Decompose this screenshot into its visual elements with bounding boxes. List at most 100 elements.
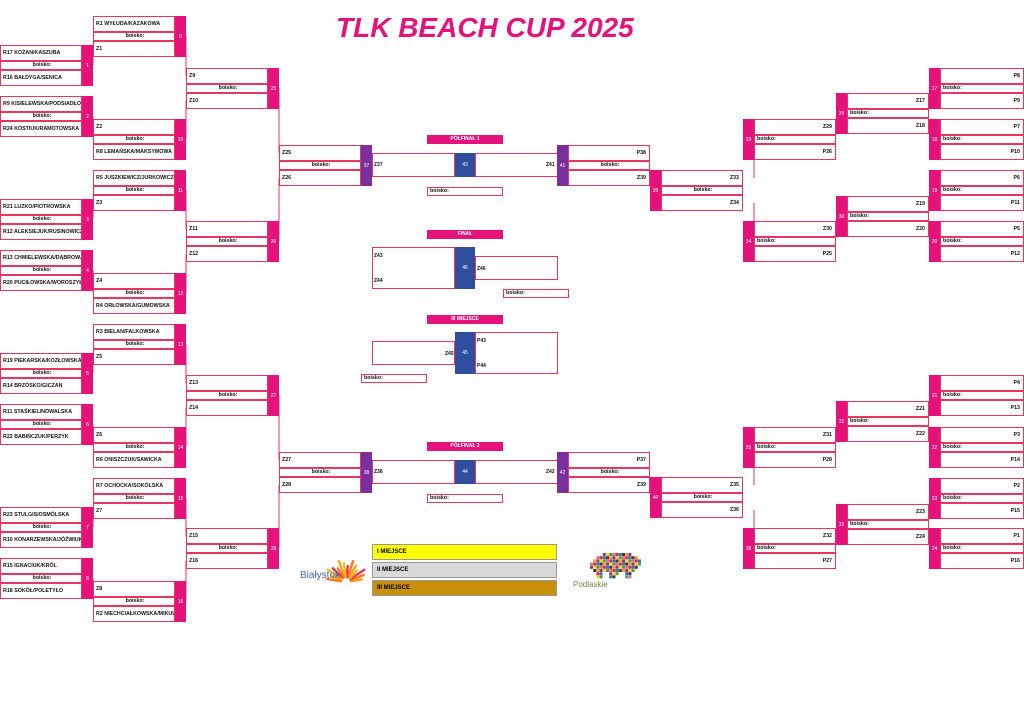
r2-left-number: 15 <box>175 478 186 519</box>
logo-tile <box>628 553 632 556</box>
r3-right-number: 40 <box>650 477 661 518</box>
r1-left-court: boisko: <box>0 215 82 224</box>
semifinal-header: PÓŁFINAŁ 2 <box>427 442 503 451</box>
r1-left-top: R15 IGNACIUK/KRÓL <box>0 558 82 574</box>
final-right-frame <box>475 256 558 280</box>
logo-ray <box>329 574 343 582</box>
logo-ray <box>345 564 349 579</box>
r3-left-number: 28 <box>268 528 279 569</box>
logo-tile <box>625 572 629 576</box>
r3-right-top: Z35 <box>661 477 743 493</box>
logo-tile <box>628 556 632 560</box>
logo-tile <box>593 562 597 566</box>
logo-tile <box>609 565 613 569</box>
r1-left-number: 1 <box>82 45 93 86</box>
r1-left-bottom: R18 SOKÓŁ/POLETYŁO <box>0 583 82 599</box>
logo-tile <box>609 575 613 579</box>
r2-left-court: boisko: <box>93 494 175 503</box>
logo-tile <box>596 559 600 563</box>
logo-tile <box>622 559 625 563</box>
r1-right-court: boisko: <box>940 494 1024 503</box>
logo-tile <box>615 553 619 556</box>
logo-tile <box>618 553 622 556</box>
page-title: TLK BEACH CUP 2025 <box>336 12 634 43</box>
r1b-right-number: 31 <box>836 401 847 442</box>
logo-ray <box>348 569 359 580</box>
r2-left-number: 12 <box>175 273 186 314</box>
logo-ray <box>346 559 355 579</box>
r1-right-court: boisko: <box>940 135 1024 144</box>
final-top-label: Z43 <box>374 253 383 259</box>
logo-ray <box>348 568 366 581</box>
r1b-right-court: boisko: <box>847 520 929 529</box>
r2-right-bottom: P27 <box>754 553 836 569</box>
logo-tile <box>602 569 606 572</box>
r1-right-court: boisko: <box>940 391 1024 400</box>
r2-right-bottom: P25 <box>754 246 836 262</box>
r1-left-top: R19 PIEKARSKA/KOZŁOWSKA <box>0 353 82 369</box>
r2-left-bottom: Z3 <box>93 195 175 211</box>
r2-right-number: 35 <box>743 427 754 468</box>
r2-left-court: boisko: <box>93 340 175 349</box>
r3-left-top: Z13 <box>186 375 268 391</box>
logo-tile <box>596 572 600 576</box>
r1b-right-bottom: Z20 <box>847 221 929 237</box>
r2-left-number: 9 <box>175 16 186 57</box>
r1b-right-top: Z21 <box>847 401 929 417</box>
r1-right-bottom: P16 <box>940 553 1024 569</box>
logo-tile <box>606 559 609 563</box>
r4-left-court: boisko: <box>279 161 361 170</box>
semifinal-number: 44 <box>455 460 475 484</box>
r1-left-top: R11 STAŚKIEL/NOWALSKA <box>0 404 82 420</box>
logo-tile <box>599 575 603 579</box>
r3-right-number: 39 <box>650 170 661 211</box>
logo-tile <box>631 559 635 563</box>
logo-tile <box>622 553 625 556</box>
logo-tile <box>612 559 616 563</box>
r2-right-court: boisko: <box>754 443 836 452</box>
r1-right-bottom: P11 <box>940 195 1024 211</box>
r4-left-top: Z27 <box>279 452 361 468</box>
final-winner-label: Z46 <box>477 266 486 272</box>
r4-left-top: Z25 <box>279 145 361 161</box>
semifinal-left-label: Z37 <box>374 162 383 168</box>
r2-left-top: Z2 <box>93 119 175 135</box>
logo-tile <box>593 565 597 569</box>
bronze-left-label: Z45 <box>445 351 454 357</box>
r2-left-court: boisko: <box>93 32 175 41</box>
logo-tile <box>609 569 613 572</box>
logo-tile <box>628 565 632 569</box>
logo-tile <box>602 556 606 560</box>
logo-tile <box>638 562 641 566</box>
r1b-right-number: 30 <box>836 196 847 237</box>
r1b-right-number: 32 <box>836 504 847 545</box>
semifinal-left-label: Z38 <box>374 469 383 475</box>
r1-left-top: R21 LUZKO/PIOTROWSKA <box>0 199 82 215</box>
logo-tile <box>628 569 632 572</box>
sponsor-podlaskie: Podlaskie <box>573 580 608 589</box>
r2-left-court: boisko: <box>93 443 175 452</box>
r2-left-court: boisko: <box>93 186 175 195</box>
semifinal-number: 43 <box>455 153 475 177</box>
second-place: II MIEJSCE <box>372 562 557 578</box>
logo-tile <box>606 565 609 569</box>
semifinal-court: boisko: <box>427 494 503 503</box>
logo-tile <box>625 562 629 566</box>
logo-ray <box>331 567 344 580</box>
r1-left-top: R13 CHMIELEWSKA/DĄBROW. <box>0 250 82 266</box>
r2-left-court: boisko: <box>93 289 175 298</box>
r1-right-top: P2 <box>940 478 1024 494</box>
r4-right-bottom: Z39 <box>568 477 650 493</box>
semifinal-right-label: Z42 <box>546 469 555 475</box>
r1-right-number: 18 <box>929 119 940 160</box>
logo-tile <box>596 556 600 560</box>
logo-tile <box>612 575 616 579</box>
logo-tile <box>599 562 603 566</box>
r1-left-bottom: R10 KONARZEWSKA/JÓŹWIUK <box>0 532 82 548</box>
logo-ray <box>349 573 365 582</box>
r1-right-bottom: P10 <box>940 144 1024 160</box>
logo-tile <box>599 569 603 572</box>
logo-tile <box>618 565 622 569</box>
r3-right-bottom: Z34 <box>661 195 743 211</box>
r1-right-top: P7 <box>940 119 1024 135</box>
